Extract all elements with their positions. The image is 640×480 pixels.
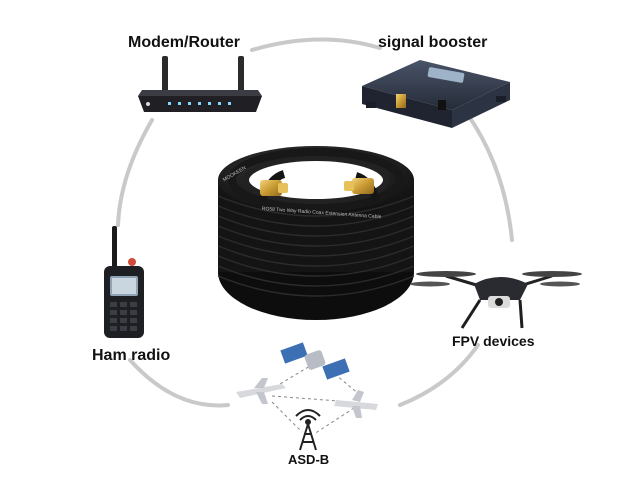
satellite-icon — [280, 342, 350, 380]
ham-radio-label: Ham radio — [92, 347, 171, 364]
connection-ring — [116, 37, 514, 408]
walkie-talkie-icon — [104, 226, 144, 338]
sma-connector-right — [344, 172, 380, 202]
sma-connector-left — [258, 170, 288, 202]
drone-icon — [410, 271, 582, 329]
router-label: Modem/Router — [128, 34, 240, 51]
airplane-icon-left — [236, 378, 286, 404]
asdb-label: ASD-B — [288, 452, 330, 467]
fpv-devices-label: FPV devices — [452, 333, 535, 349]
coax-cable-icon — [217, 146, 415, 320]
router-icon — [138, 56, 262, 112]
asdb-network — [236, 342, 378, 451]
airplane-icon-right — [334, 390, 378, 418]
signal-booster-icon — [362, 60, 510, 128]
signal-booster-label: signal booster — [378, 34, 488, 51]
radio-tower-icon — [295, 409, 321, 451]
